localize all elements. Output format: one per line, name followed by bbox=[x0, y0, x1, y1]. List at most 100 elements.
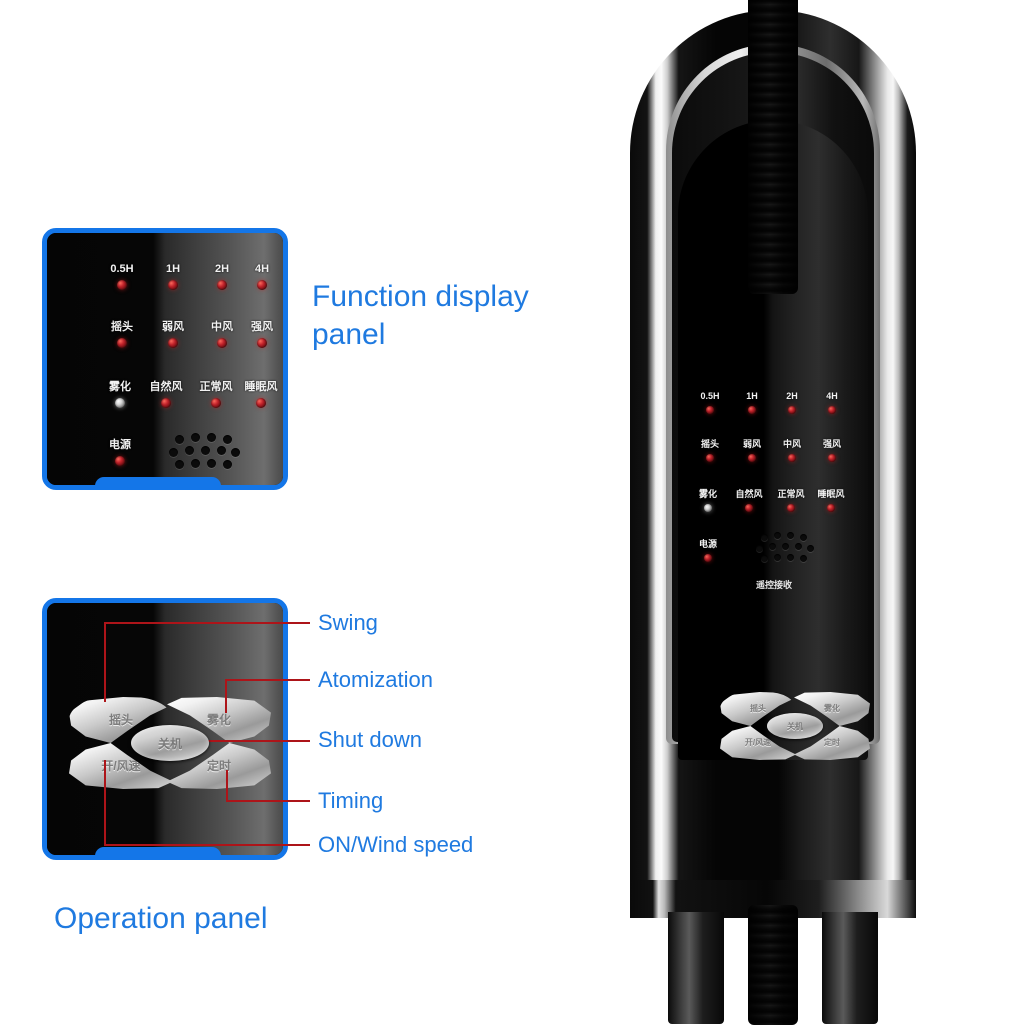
led-label: 摇头 bbox=[111, 321, 133, 333]
function-display-panel-heading: Function display panel bbox=[312, 278, 592, 354]
led-cell-1-2: 中风 bbox=[199, 321, 245, 348]
leader-onwind-vertical bbox=[104, 760, 106, 844]
product-timing-button-label: 定时 bbox=[824, 737, 840, 747]
on-wind-speed-button-label: 开/风速 bbox=[101, 758, 141, 773]
product-led-cell-2-0: 雾化 bbox=[688, 488, 728, 512]
product-leg-right bbox=[822, 912, 878, 1024]
product-leg-left bbox=[668, 912, 724, 1024]
led-indicator bbox=[745, 504, 753, 512]
led-indicator bbox=[788, 454, 796, 462]
led-label: 中风 bbox=[782, 439, 801, 449]
function-display-panel-detail: 0.5H 1H 2H 4H 摇头 弱风 bbox=[42, 228, 288, 490]
led-indicator bbox=[748, 406, 756, 414]
led-indicator bbox=[257, 280, 267, 290]
product-led-cell-1-3: 强风 bbox=[812, 438, 852, 462]
led-label: 自然风 bbox=[735, 489, 763, 499]
product-shut-down-button[interactable]: 关机 bbox=[767, 713, 823, 739]
led-indicator bbox=[211, 398, 221, 408]
product-led-cell-0-3: 4H bbox=[812, 390, 852, 414]
led-indicator bbox=[828, 406, 836, 414]
led-cell-2-3: 睡眠风 bbox=[235, 381, 283, 408]
led-indicator bbox=[117, 338, 127, 348]
led-cell-2-1: 自然风 bbox=[140, 381, 192, 408]
led-indicator bbox=[115, 456, 125, 466]
callout-shut-down: Shut down bbox=[318, 727, 422, 753]
led-cell-2-0: 雾化 bbox=[97, 381, 143, 408]
leader-onwind-horizontal bbox=[104, 844, 310, 846]
callout-timing: Timing bbox=[318, 788, 383, 814]
led-cell-3-0: 电源 bbox=[97, 439, 143, 466]
product-led-cell-1-2: 中风 bbox=[772, 438, 812, 462]
led-indicator bbox=[217, 338, 227, 348]
led-indicator bbox=[256, 398, 266, 408]
led-label: 强风 bbox=[822, 439, 841, 449]
shut-down-button[interactable]: 关机 bbox=[131, 725, 209, 761]
cluster-inner: 摇头 雾化 开/风速 定时 关机 bbox=[720, 692, 870, 760]
led-label: 1H bbox=[165, 263, 181, 275]
product-on-wind-speed-button-label: 开/风速 bbox=[744, 737, 772, 747]
callout-label: Atomization bbox=[318, 667, 433, 692]
led-indicator-grid: 0.5H 1H 2H 4H 摇头 弱风 bbox=[47, 233, 283, 485]
callout-atomization: Atomization bbox=[318, 667, 433, 693]
led-indicator bbox=[161, 398, 171, 408]
ir-receiver-grille bbox=[169, 433, 253, 485]
callout-label: ON/Wind speed bbox=[318, 832, 474, 857]
product-led-cell-0-0: 0.5H bbox=[690, 390, 730, 414]
button-cluster: 摇头 雾化 开/风速 定时 关机 bbox=[69, 697, 271, 789]
product-shut-down-button-label: 关机 bbox=[787, 721, 803, 731]
led-cell-2-2: 正常风 bbox=[190, 381, 242, 408]
product-led-cell-1-1: 弱风 bbox=[732, 438, 772, 462]
swing-button-label: 摇头 bbox=[108, 712, 133, 727]
leader-swing-horizontal bbox=[104, 622, 310, 624]
led-label: 睡眠风 bbox=[817, 489, 845, 499]
callout-label: Shut down bbox=[318, 727, 422, 752]
heading-text: Function display panel bbox=[312, 280, 529, 351]
led-indicator bbox=[117, 280, 127, 290]
product-atomization-button-label: 雾化 bbox=[824, 703, 840, 713]
led-indicator bbox=[827, 504, 835, 512]
product-led-cell-1-0: 摇头 bbox=[690, 438, 730, 462]
callout-swing: Swing bbox=[318, 610, 378, 636]
led-label: 0.5H bbox=[700, 391, 720, 401]
led-label: 强风 bbox=[251, 321, 273, 333]
corrugated-hose-top bbox=[748, 0, 798, 294]
ir-receiver-caption: 遥控接收 bbox=[756, 580, 793, 590]
product-led-cell-0-1: 1H bbox=[732, 390, 772, 414]
led-label: 中风 bbox=[211, 321, 233, 333]
led-label: 自然风 bbox=[149, 381, 183, 393]
leader-atomization-vertical bbox=[225, 679, 227, 713]
led-cell-1-0: 摇头 bbox=[99, 321, 145, 348]
callout-label: Swing bbox=[318, 610, 378, 635]
led-label: 电源 bbox=[109, 439, 131, 451]
operation-panel-detail: 摇头 雾化 开/风速 定时 关机 bbox=[42, 598, 288, 860]
product-photo: 0.5H 1H 2H 4H 摇头 弱风 bbox=[608, 0, 938, 1025]
leader-shutdown-horizontal bbox=[168, 740, 310, 742]
led-label: 弱风 bbox=[162, 321, 184, 333]
callout-label: Timing bbox=[318, 788, 384, 813]
led-indicator bbox=[706, 454, 714, 462]
led-label: 正常风 bbox=[199, 381, 233, 393]
led-indicator bbox=[706, 406, 714, 414]
led-indicator bbox=[748, 454, 756, 462]
product-swing-button-label: 摇头 bbox=[750, 703, 766, 713]
atomization-button-label: 雾化 bbox=[206, 712, 231, 727]
led-label: 睡眠风 bbox=[244, 381, 278, 393]
led-indicator bbox=[704, 504, 712, 512]
led-cell-0-0: 0.5H bbox=[99, 263, 145, 290]
led-label: 弱风 bbox=[742, 439, 761, 449]
leader-timing-horizontal bbox=[226, 800, 310, 802]
operation-panel-heading: Operation panel bbox=[54, 900, 268, 938]
led-indicator bbox=[115, 398, 125, 408]
product-led-cell-2-3: 睡眠风 bbox=[808, 488, 854, 512]
led-indicator bbox=[168, 338, 178, 348]
panel-tab bbox=[95, 847, 221, 855]
led-label: 2H bbox=[786, 391, 798, 401]
panel-tab bbox=[95, 477, 221, 485]
led-label: 雾化 bbox=[698, 489, 717, 499]
led-indicator bbox=[704, 554, 712, 562]
product-led-cell-2-1: 自然风 bbox=[726, 488, 772, 512]
shut-down-button-label: 关机 bbox=[157, 736, 182, 751]
led-indicator bbox=[168, 280, 178, 290]
led-label: 1H bbox=[746, 391, 758, 401]
